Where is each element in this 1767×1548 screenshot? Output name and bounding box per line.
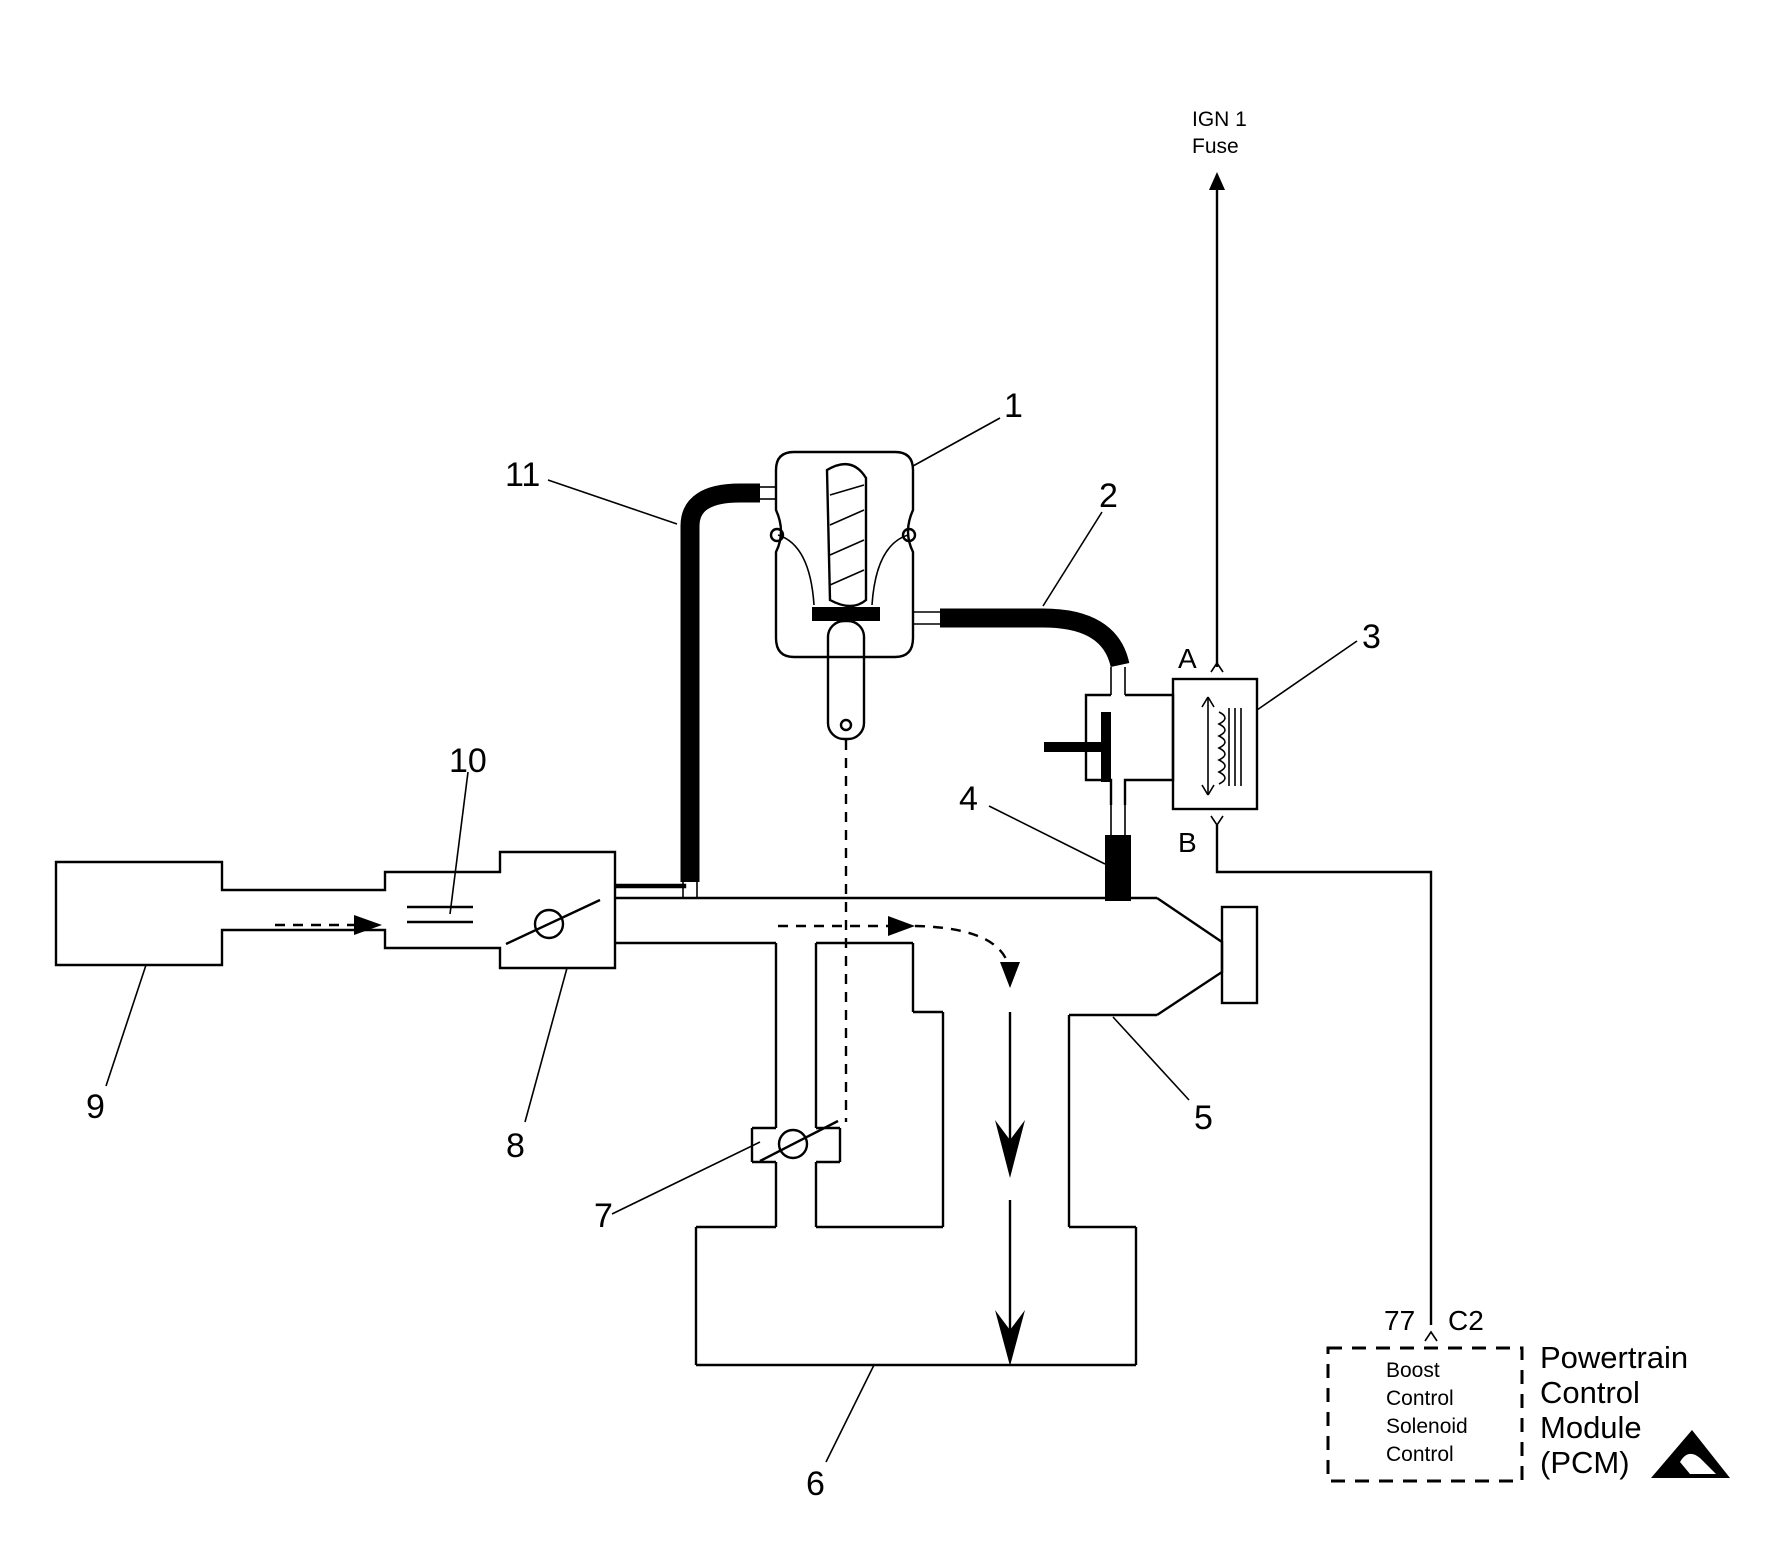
callout-9: 9 (86, 1088, 105, 1126)
pin-a-label: A (1178, 643, 1197, 674)
pin-b-label: B (1178, 827, 1197, 858)
throttle-plate (505, 898, 601, 946)
pcm-title-line3: Module (1540, 1410, 1642, 1445)
callout-10: 10 (449, 742, 487, 780)
callout-2: 2 (1099, 477, 1118, 515)
vacuum-hose-4 (1105, 835, 1131, 901)
pcm-box (1326, 1346, 1524, 1483)
callout-leaders (105, 417, 1358, 1463)
pcm-wire (1210, 815, 1438, 1342)
bypass-channel (814, 941, 945, 1229)
hose-fittings (682, 486, 1126, 901)
supercharger-outlet (1156, 897, 1259, 1017)
callout-7: 7 (594, 1197, 613, 1235)
callout-4: 4 (959, 780, 978, 818)
callout-1: 1 (1004, 387, 1023, 425)
callout-8: 8 (506, 1127, 525, 1165)
boost-control-solenoid (1171, 677, 1259, 811)
pcm-box-label-line2: Control (1386, 1387, 1454, 1410)
callout-6: 6 (806, 1465, 825, 1503)
pcm-title-line1: Powertrain (1540, 1340, 1688, 1375)
bypass-valve (759, 1119, 839, 1163)
pcm-connector-label: C2 (1448, 1305, 1484, 1336)
pcm-box-label-line3: Solenoid (1386, 1415, 1468, 1438)
pcm-box-label-line4: Control (1386, 1443, 1454, 1466)
ign-fuse-label-line2: Fuse (1192, 135, 1239, 158)
pcm-title-line4: (PCM) (1540, 1445, 1630, 1480)
esd-warning-icon (1651, 1430, 1730, 1478)
vacuum-hose-11 (680, 483, 760, 882)
pcm-title-line2: Control (1540, 1375, 1640, 1410)
air-cleaner (54, 850, 687, 970)
ign-wire (1209, 172, 1225, 673)
ign-fuse-label-line1: IGN 1 (1192, 108, 1247, 131)
pcm-pin-number: 77 (1384, 1305, 1415, 1336)
boost-actuator (769, 450, 917, 741)
air-flow-arrows (275, 915, 1025, 1366)
callout-11: 11 (505, 456, 540, 494)
solenoid-valve-body (1044, 693, 1175, 805)
intake-tube (615, 896, 1157, 1367)
callout-3: 3 (1362, 618, 1381, 656)
callout-5: 5 (1194, 1099, 1213, 1137)
vacuum-hose-2 (940, 608, 1130, 668)
mass-air-flow-element (407, 905, 473, 924)
pcm-box-label-line1: Boost (1386, 1359, 1440, 1382)
